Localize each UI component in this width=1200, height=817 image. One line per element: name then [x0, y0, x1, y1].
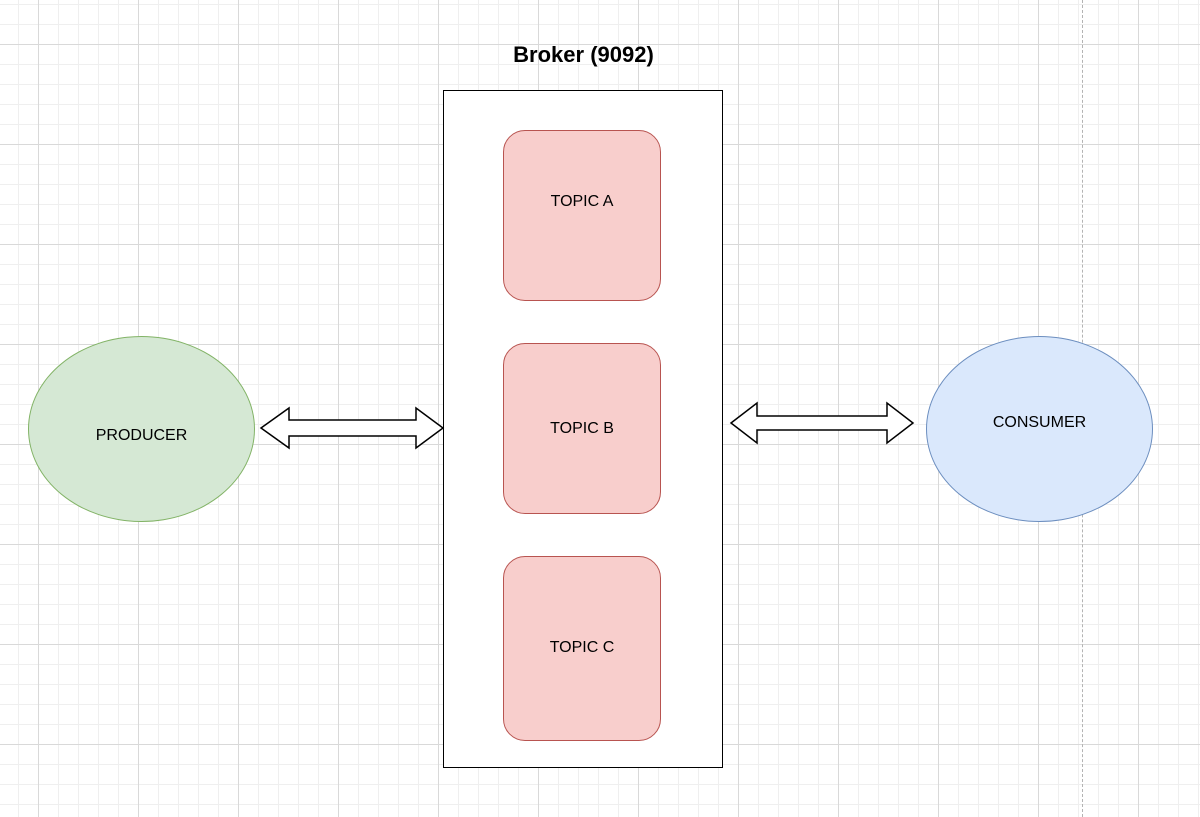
broker-consumer-arrow[interactable] [729, 401, 915, 445]
producer-broker-arrow[interactable] [259, 406, 445, 450]
producer-node[interactable]: PRODUCER [28, 336, 255, 522]
topic-b-label: TOPIC B [550, 420, 614, 437]
topic-a-label: TOPIC A [550, 193, 614, 210]
topic-b-box[interactable]: TOPIC B [503, 343, 661, 514]
topic-a-box[interactable]: TOPIC A [503, 130, 661, 301]
consumer-label: CONSUMER [992, 414, 1087, 431]
consumer-node[interactable]: CONSUMER [926, 336, 1153, 522]
topic-c-box[interactable]: TOPIC C [503, 556, 661, 741]
topic-c-label: TOPIC C [549, 639, 615, 656]
producer-label: PRODUCER [95, 427, 188, 444]
broker-title: Broker (9092) [513, 42, 654, 67]
